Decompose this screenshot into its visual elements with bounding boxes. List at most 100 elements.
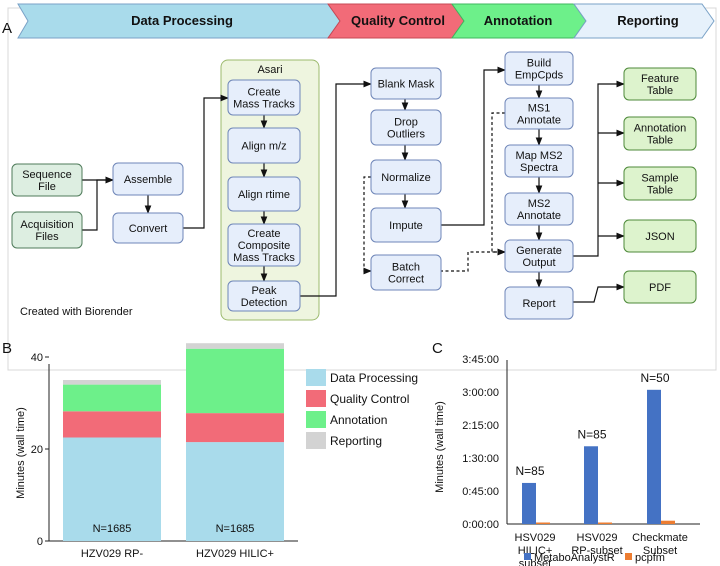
y-axis-label: Minutes (wall time)	[15, 407, 27, 499]
x-tick-label: HSV029	[577, 532, 618, 544]
node-label: Impute	[389, 220, 423, 232]
credit-text: Created with Biorender	[20, 306, 133, 318]
node-label: PDF	[649, 282, 671, 294]
panel-label-b: B	[2, 340, 12, 357]
legend-swatch	[524, 553, 531, 560]
node-label: Batch	[392, 262, 420, 274]
legend-label: Annotation	[330, 413, 387, 427]
y-axis-label: Minutes (wall time)	[434, 401, 446, 493]
node-label: Annotate	[517, 210, 561, 222]
stage-reporting: Reporting	[573, 3, 715, 39]
bar-pcpfm	[661, 520, 675, 524]
panel-label-a: A	[2, 20, 12, 37]
node-label: Composite	[238, 240, 291, 252]
connector-dashed	[440, 248, 506, 272]
y-tick-label: 40	[31, 352, 43, 364]
bar-segment-data-processing	[186, 442, 284, 541]
node-box	[370, 67, 442, 100]
asari-group-label: Asari	[257, 64, 282, 76]
stage-label: Data Processing	[131, 13, 233, 28]
node-label: Align m/z	[241, 141, 286, 153]
node-label: Peak	[251, 285, 277, 297]
node-box	[370, 254, 442, 291]
node-label: Mass Tracks	[233, 252, 295, 264]
bar-segment-data-processing	[63, 437, 161, 541]
bar-segment-reporting	[186, 343, 284, 349]
node-label: Drop	[394, 117, 418, 129]
node-box	[370, 207, 442, 243]
node-box	[112, 162, 184, 196]
flow-nodes: SequenceFileAcquisitionFilesAssembleConv…	[11, 51, 697, 320]
stage-label: Annotation	[484, 13, 553, 28]
stage-data-processing: Data Processing	[17, 3, 341, 39]
legend-label: Reporting	[330, 434, 382, 448]
x-tick-label: subset	[519, 558, 551, 566]
node-box	[112, 212, 184, 244]
node-box	[623, 116, 697, 151]
node-box	[504, 51, 574, 86]
legend-swatch	[306, 369, 326, 386]
node-box	[11, 163, 83, 197]
node-label: EmpCpds	[515, 70, 564, 82]
stage-label: Reporting	[617, 13, 678, 28]
node-box	[370, 109, 442, 146]
bar-segment-reporting	[63, 380, 161, 385]
node-assemble: Assemble	[112, 162, 184, 196]
bar-segment-quality-control	[186, 413, 284, 443]
y-tick-label: 0:45:00	[462, 486, 499, 498]
connector	[440, 66, 506, 226]
y-tick-label: 0	[37, 536, 43, 548]
legend-swatch	[306, 432, 326, 449]
node-label: Annotate	[517, 115, 561, 127]
node-label: Detection	[241, 297, 287, 309]
stage-annotation: Annotation	[451, 3, 587, 39]
connector-dashed	[491, 112, 506, 256]
node-impute: Impute	[370, 207, 442, 243]
node-box	[227, 127, 301, 164]
x-tick-label: Subset	[643, 545, 677, 557]
legend-swatch	[306, 411, 326, 428]
node-label: Convert	[129, 223, 168, 235]
node-label: Acquisition	[20, 219, 73, 231]
node-label: Annotation	[634, 123, 687, 135]
node-box	[504, 97, 574, 130]
node-box	[227, 176, 301, 212]
bar-metaboanalystr	[647, 389, 661, 524]
stage-quality-control: Quality Control	[327, 3, 465, 39]
node-box	[370, 159, 442, 195]
y-tick-label: 2:15:00	[462, 420, 499, 432]
stage-banner: Data Processing Quality Control Annotati…	[17, 3, 715, 39]
node-box	[504, 192, 574, 226]
legend-label: pcpfm	[635, 552, 665, 564]
x-tick-label: HZV029 RP-	[81, 548, 144, 560]
bar-annotation: N=50	[640, 371, 669, 385]
node-report: Report	[504, 286, 574, 320]
y-tick-label: 0:00:00	[462, 519, 499, 531]
node-label: Generate	[516, 245, 562, 257]
node-label: Sequence	[22, 169, 72, 181]
node-box	[227, 79, 301, 116]
legend-label: Quality Control	[330, 392, 409, 406]
node-box	[623, 67, 697, 101]
node-box	[623, 219, 697, 253]
stage-arrow	[573, 3, 715, 39]
node-label: Table	[647, 135, 673, 147]
connectors	[82, 66, 625, 303]
y-tick-label: 3:00:00	[462, 387, 499, 399]
node-label: File	[38, 181, 56, 193]
node-label: Correct	[388, 274, 424, 286]
node-label: Normalize	[381, 172, 431, 184]
node-label: Blank Mask	[378, 79, 435, 91]
x-tick-label: HZV029 HILIC+	[196, 548, 274, 560]
connector	[573, 283, 625, 303]
